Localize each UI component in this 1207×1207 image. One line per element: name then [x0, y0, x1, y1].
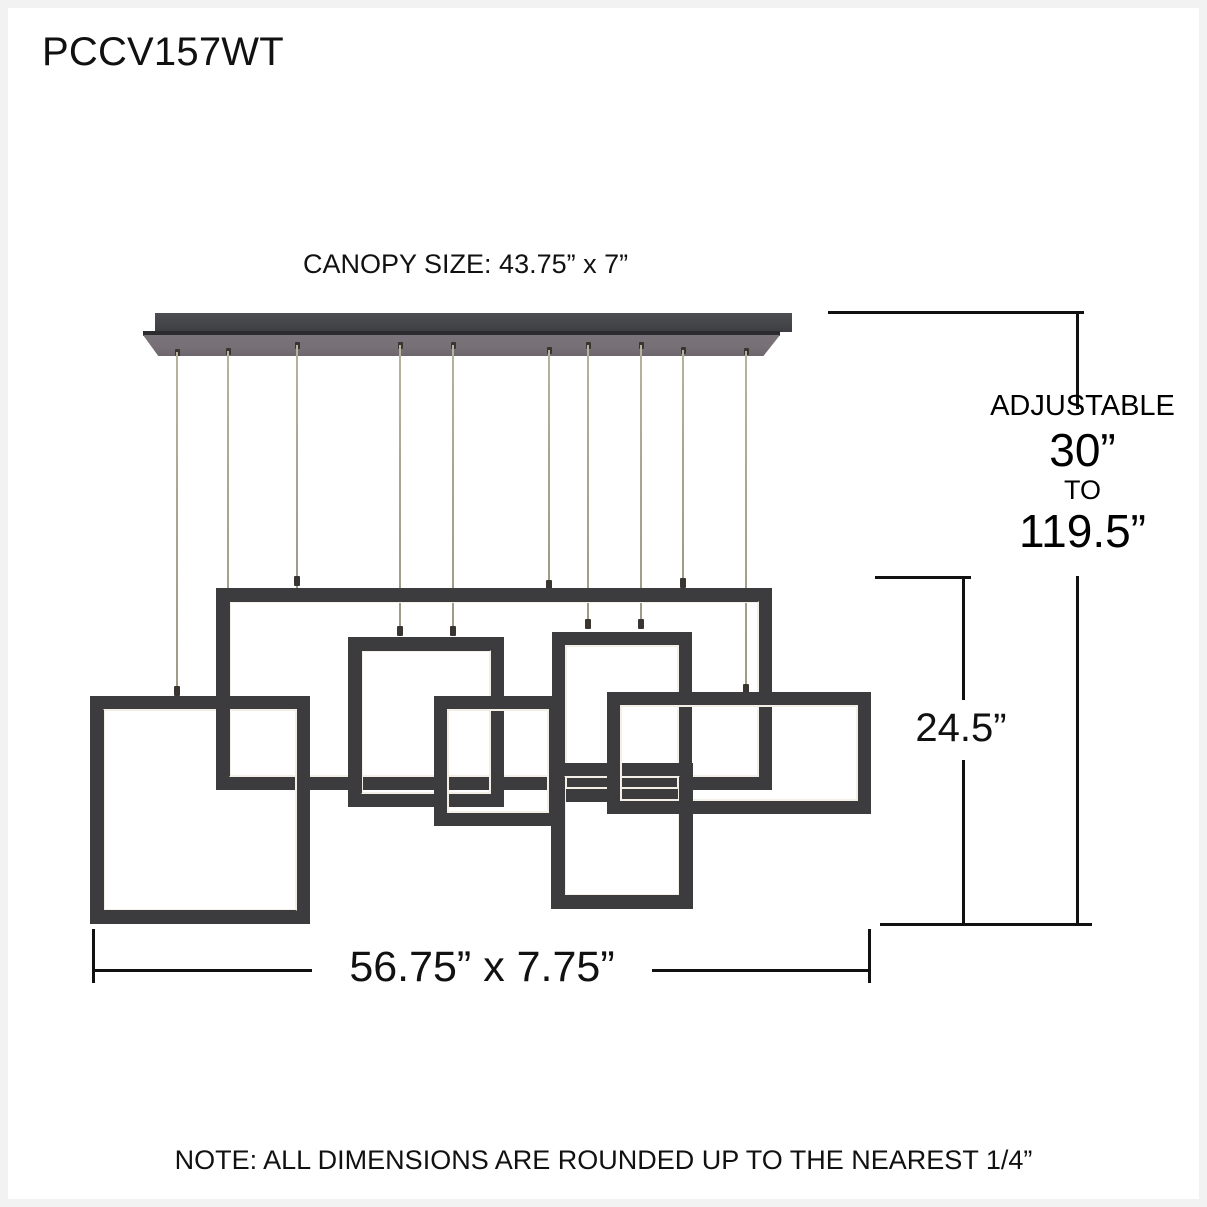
frame-left-large-overlay: [90, 696, 310, 924]
canopy-face-plate: [143, 335, 780, 356]
note-label: NOTE: ALL DIMENSIONS ARE ROUNDED UP TO T…: [174, 1145, 1033, 1175]
fixture-width-value: 56.75” x 7.75”: [312, 943, 652, 992]
cable: [452, 345, 454, 634]
canopy-top-band: [155, 313, 792, 332]
cable: [587, 345, 589, 627]
cable: [548, 350, 550, 592]
canopy-rim: [143, 331, 780, 336]
cable-cap-bottom: [680, 578, 686, 588]
cable-cap-bottom: [546, 580, 552, 590]
dim-tick-top: [828, 311, 1084, 314]
dim-tick-height-top: [875, 576, 971, 579]
cable: [399, 345, 401, 634]
frame-center-lower-overlay: [551, 763, 693, 909]
adjustable-label: ADJUSTABLE: [990, 390, 1175, 422]
adjustable-to-label: TO: [1063, 475, 1101, 505]
cable-cap-bottom: [638, 619, 644, 629]
dim-tick-height-bottom: [880, 923, 1092, 926]
cable: [682, 350, 684, 590]
dim-tick-width-right: [868, 929, 871, 983]
canopy: [143, 313, 792, 356]
dim-line-height-upper: [962, 576, 965, 700]
dim-line-vertical-upper: [1076, 311, 1079, 409]
dim-tick-width-left: [92, 929, 95, 983]
cable: [745, 351, 747, 689]
cable: [296, 345, 298, 588]
cable-cap-bottom: [450, 626, 456, 636]
dim-line-height-lower: [962, 760, 965, 925]
cable-cap-bottom: [585, 619, 591, 629]
adjustable-dimension-text: ADJUSTABLE 30” TO 119.5”: [975, 390, 1190, 557]
frame-mid-upper-overlay: [348, 637, 504, 807]
cable: [176, 352, 178, 690]
canopy-size-label: CANOPY SIZE: 43.75” x 7”: [303, 249, 629, 279]
cable-cap-bottom: [174, 686, 180, 696]
fixture-height-value: 24.5”: [915, 706, 1007, 750]
cable-cap-bottom: [294, 576, 300, 586]
page-title: PCCV157WT: [42, 30, 284, 74]
adjustable-max-value: 119.5”: [1018, 505, 1147, 557]
adjustable-min-value: 30”: [1049, 424, 1116, 476]
cable-cap-bottom: [397, 626, 403, 636]
cable: [227, 351, 229, 689]
cable: [640, 345, 642, 627]
cable-cap-bottom: [743, 684, 749, 694]
dim-line-vertical-lower: [1076, 576, 1079, 926]
